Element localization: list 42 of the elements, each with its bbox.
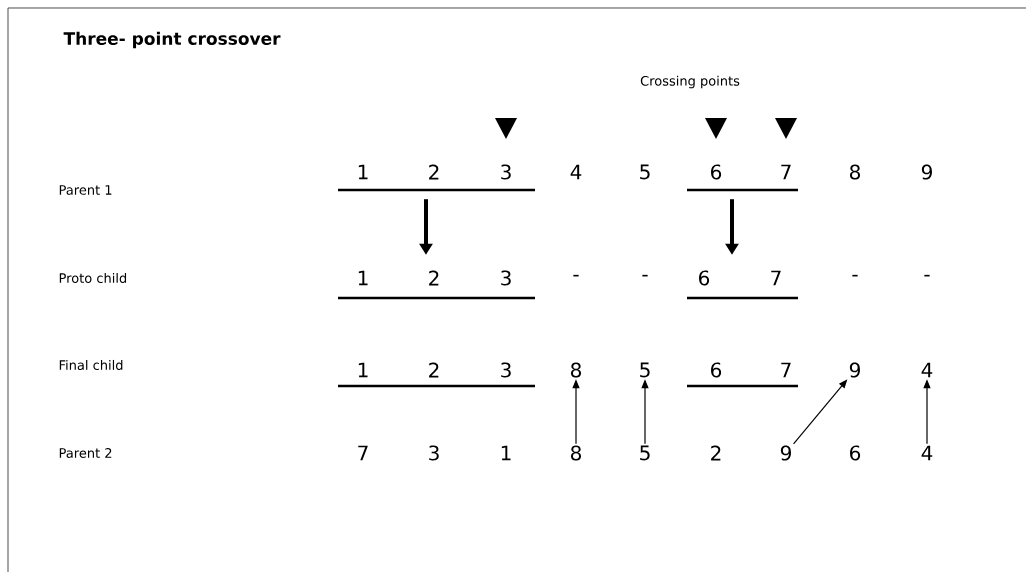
gene-value: - [852,274,858,277]
gene-value: 1 [358,270,368,286]
gene-value: 9 [780,445,791,461]
gene-value: 7 [781,164,791,180]
gene-value: 2 [429,270,439,286]
gene-value: 6 [711,362,722,378]
gene-value: 1 [501,445,511,461]
gene-value: 3 [501,362,511,378]
gene-value: 7 [358,445,368,461]
gene-value: - [924,274,930,277]
gene-value: 5 [640,164,650,180]
gene-value: 8 [850,164,860,180]
row-label: Parent 1 [59,185,112,195]
gene-value: 3 [429,445,439,461]
row-label: Parent 2 [59,448,112,458]
gene-value: 8 [571,445,581,461]
gene-value: 1 [358,164,368,180]
gene-value: - [642,274,648,277]
gene-value: 2 [429,362,439,378]
gene-value: 2 [711,445,721,461]
title: Three- point crossover [63,31,281,49]
gene-value: 2 [429,164,439,180]
row-label: Proto child [59,272,127,283]
gene-value: 5 [640,362,650,378]
gene-value: - [573,274,579,277]
gene-value: 4 [921,445,933,461]
gene-value: 9 [921,164,932,180]
gene-value: 4 [570,164,582,180]
gene-value: 3 [501,270,511,286]
row-label: Final child [59,359,123,370]
gene-value: 5 [640,445,650,461]
gene-value: 7 [781,362,791,378]
gene-value: 8 [571,362,581,378]
gene-value: 6 [850,445,861,461]
gene-value: 6 [699,270,710,286]
gene-value: 9 [849,362,860,378]
caption-text: Crossing points [640,75,740,89]
gene-value: 6 [711,164,722,180]
gene-value: 7 [771,270,781,286]
gene-value: 4 [921,362,933,378]
gene-value: 1 [358,362,368,378]
gene-value: 3 [501,164,511,180]
